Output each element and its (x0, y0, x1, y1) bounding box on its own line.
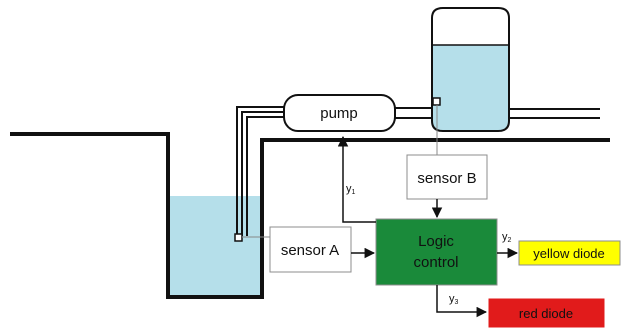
y1-line (337, 135, 376, 223)
sensor-b-probe (432, 97, 441, 106)
y3-index: 3 (455, 299, 459, 306)
sensor-b-label: sensor B (417, 170, 476, 187)
pit-walls (10, 132, 610, 299)
y2-letter: y (502, 231, 508, 243)
sensor-a-probe (234, 233, 243, 242)
yellow-diode-box (518, 240, 621, 266)
yellow-diode: yellow diode (518, 240, 621, 266)
pump: pump (283, 94, 396, 132)
y2-label: y2 (502, 231, 512, 244)
yellow-diode-label: yellow diode (533, 246, 605, 261)
logic-control-line1: Logic (418, 233, 454, 250)
suction-pipe (236, 106, 285, 236)
delivery-pipe (395, 107, 432, 119)
pit-structure (10, 132, 610, 299)
y3-arrow (436, 285, 488, 318)
y1-letter: y (346, 183, 352, 195)
sensor-a-label: sensor A (281, 242, 339, 259)
outflow-pipe (508, 108, 600, 119)
pump-label: pump (320, 105, 358, 122)
pit-water (170, 196, 260, 295)
logic-control-line2: control (413, 254, 458, 271)
y3-letter: y (449, 293, 455, 305)
pump-body (283, 94, 396, 132)
sensor-b: sensor B (406, 154, 488, 200)
red-diode-label: red diode (519, 306, 573, 321)
tank-water (432, 45, 509, 131)
sensor-b-box (406, 154, 488, 200)
y1-label: y1 (346, 183, 356, 196)
logic-control: Logic control (375, 218, 498, 286)
y3-label: y3 (449, 293, 459, 306)
logic-control-box (375, 218, 498, 286)
tank (431, 7, 510, 132)
sensor-a: sensor A (269, 226, 352, 273)
y1-index: 1 (352, 189, 356, 196)
red-diode-box (488, 298, 605, 328)
red-diode: red diode (488, 298, 605, 328)
sensor-a-box (269, 226, 352, 273)
y2-index: 2 (508, 237, 512, 244)
